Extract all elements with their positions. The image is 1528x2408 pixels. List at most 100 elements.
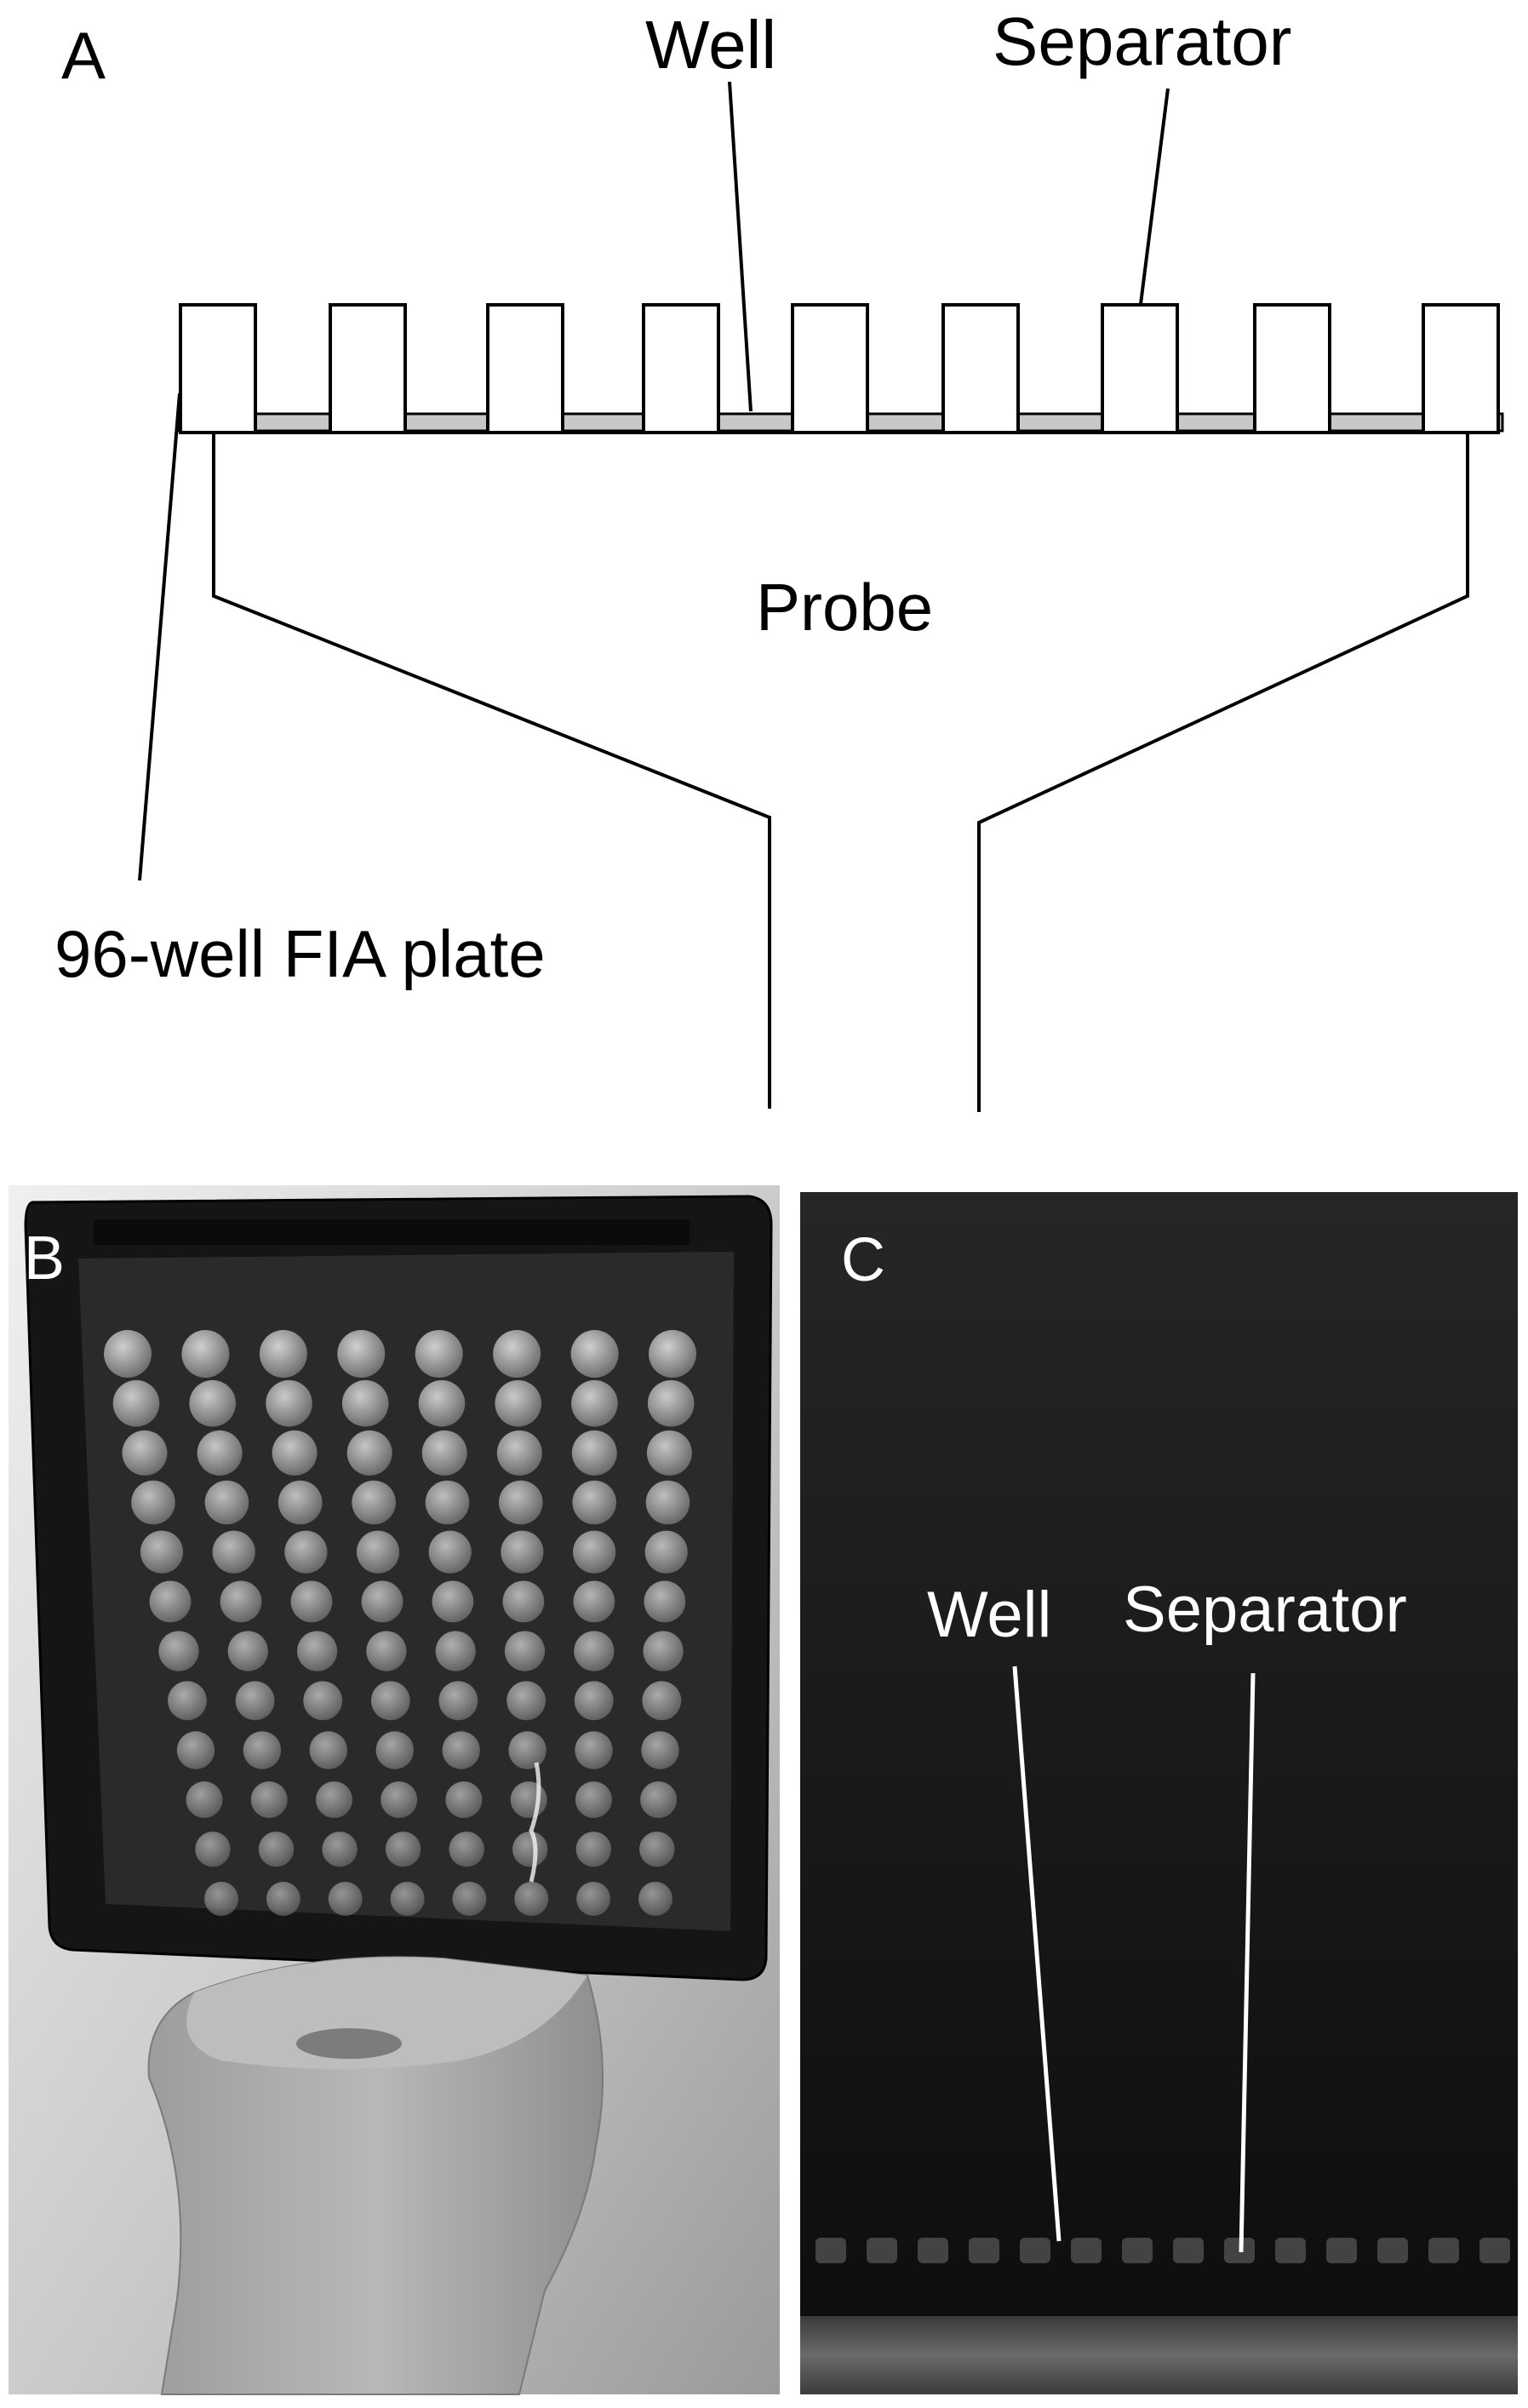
plate-well — [176, 1731, 215, 1769]
plate-well — [361, 1580, 403, 1623]
plate-well — [195, 1832, 231, 1867]
plate-well — [647, 1379, 695, 1427]
bottom-echo-band — [800, 2316, 1518, 2394]
plate-well — [186, 1781, 223, 1819]
separator — [1101, 303, 1179, 434]
plate-well — [385, 1832, 421, 1867]
plate-well — [266, 1379, 312, 1427]
plate-well — [204, 1480, 249, 1525]
plate-well — [243, 1731, 282, 1769]
plate-well — [570, 1330, 619, 1378]
plate-well — [514, 1882, 549, 1916]
well-grid — [104, 1330, 696, 1916]
plate-well — [645, 1480, 690, 1525]
plate-well — [575, 1731, 613, 1769]
probe-outline-right — [977, 434, 1469, 1112]
separator — [329, 303, 407, 434]
plate-well — [212, 1530, 255, 1574]
plate-well — [309, 1731, 347, 1769]
plate-well — [235, 1681, 275, 1721]
echo-bump — [1071, 2238, 1102, 2263]
plate-well — [297, 1631, 338, 1671]
probe-outline — [212, 434, 771, 1109]
plate-well — [508, 1731, 547, 1769]
plate-well — [337, 1330, 386, 1378]
separator — [642, 303, 720, 434]
plate-well — [438, 1681, 478, 1721]
plate-well — [642, 1681, 682, 1721]
plate-well — [638, 1882, 672, 1916]
echo-bump — [1326, 2238, 1357, 2263]
plate-well — [278, 1480, 323, 1525]
panel-c: C Well Separator — [800, 1192, 1518, 2394]
probe-handle-top — [186, 1957, 587, 2069]
glare-highlight — [529, 1762, 541, 1883]
echo-bump — [816, 2238, 846, 2263]
plate-well — [493, 1330, 541, 1378]
separator — [486, 303, 564, 434]
plate-well — [158, 1631, 199, 1671]
echo-bump — [1122, 2238, 1153, 2263]
plate-well — [197, 1430, 243, 1476]
plate-well — [572, 1480, 616, 1525]
plate-well — [573, 1530, 616, 1574]
plate-well — [496, 1430, 542, 1476]
plate-well — [499, 1480, 543, 1525]
separator-row — [179, 303, 1500, 434]
plate-well — [574, 1681, 614, 1721]
plate-well — [575, 1832, 611, 1867]
plate-well — [375, 1731, 414, 1769]
separator — [941, 303, 1020, 434]
separator — [1253, 303, 1331, 434]
plate-well — [506, 1681, 546, 1721]
plate-well — [149, 1580, 192, 1623]
plate-well — [328, 1882, 363, 1916]
plate-well — [646, 1430, 692, 1476]
plate-well — [316, 1781, 352, 1819]
plate-well — [641, 1731, 679, 1769]
plate-well — [495, 1379, 541, 1427]
plate-well — [131, 1480, 175, 1525]
plate-well — [204, 1882, 238, 1916]
plate-well — [168, 1681, 207, 1721]
plate-well — [370, 1681, 410, 1721]
separator-leader-line — [1139, 88, 1170, 305]
plate-well — [104, 1330, 152, 1378]
well-label: Well — [645, 7, 776, 83]
plate-well — [644, 1530, 688, 1574]
plate-well — [266, 1882, 300, 1916]
plate-well — [640, 1781, 678, 1819]
plate-well — [122, 1430, 168, 1476]
plate-well — [639, 1832, 675, 1867]
echo-row — [816, 2238, 1510, 2263]
plate-well — [504, 1631, 546, 1671]
plate-well — [346, 1430, 392, 1476]
plate-well — [575, 1781, 612, 1819]
panel-c-letter: C — [841, 1226, 885, 1294]
echo-bump — [1275, 2238, 1306, 2263]
plate-well — [366, 1631, 407, 1671]
plate-well — [418, 1379, 466, 1427]
echo-bump — [918, 2238, 948, 2263]
plate-label: 96-well FIA plate — [54, 916, 546, 991]
echo-bump — [969, 2238, 999, 2263]
plate-well — [571, 1430, 617, 1476]
plate-well — [643, 1631, 684, 1671]
plate-well — [421, 1430, 467, 1476]
plate-well — [322, 1832, 358, 1867]
plate-well — [452, 1882, 487, 1916]
separator — [791, 303, 869, 434]
plate-well — [220, 1580, 262, 1623]
plate-well — [250, 1781, 288, 1819]
plate-well — [442, 1731, 480, 1769]
plate-well — [512, 1832, 548, 1867]
echo-bump — [1020, 2238, 1050, 2263]
well-leader-line — [728, 81, 753, 412]
panel-b-letter: B — [24, 1224, 65, 1293]
plate-well — [356, 1530, 400, 1574]
panel-a: A Well Separator Probe 96-well FIA plate — [54, 3, 1504, 1112]
plate-well — [445, 1781, 483, 1819]
echo-bump — [1428, 2238, 1459, 2263]
well-label-c: Well — [927, 1579, 1051, 1651]
